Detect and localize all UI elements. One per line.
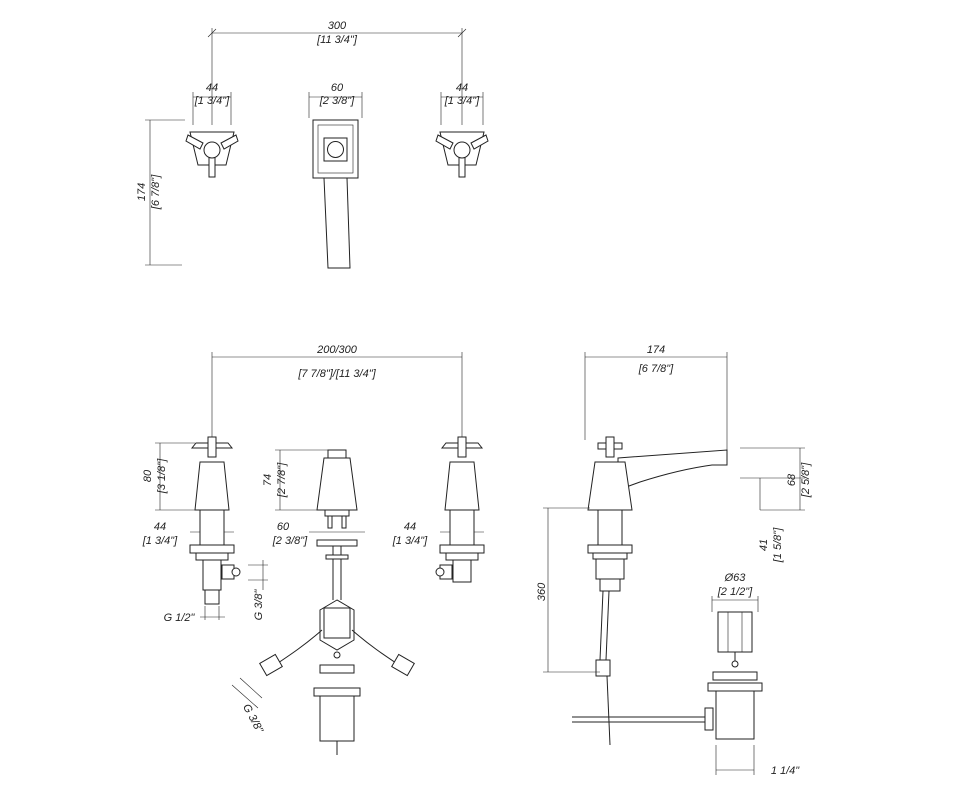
right-valve-front: [435, 436, 485, 583]
center-spout-front: [259, 449, 415, 755]
dim-74-mm: 74: [262, 474, 274, 486]
dim-hose-thread: [231, 677, 263, 709]
dim-centers: [211, 352, 463, 440]
dim-spout-height: [275, 449, 328, 511]
side-faucet: [572, 436, 728, 746]
dim-drain-thread: 1 1/4": [771, 765, 800, 777]
dim-300-mm: 300: [328, 20, 347, 32]
dim-g38-hose: G 3/8": [240, 702, 266, 736]
dim-g12-inlet: G 1/2": [164, 612, 196, 624]
dim-handle-height: [155, 442, 195, 511]
dim-44-in: [1 3/4"]: [194, 95, 230, 107]
dim-spout-plate: [308, 92, 363, 118]
pop-up-drain: [707, 611, 763, 740]
dim-spout-rise: [740, 447, 805, 511]
dim-80-in: [3 1/8"]: [156, 458, 168, 494]
dim-44-mm: 44: [206, 82, 218, 94]
dim-right-base-in: [1 3/4"]: [392, 535, 428, 547]
dim-68-in: [2 5/8"]: [800, 462, 812, 498]
dim-300-in: [11 3/4"]: [316, 34, 358, 46]
dim-63-mm: Ø63: [724, 572, 747, 584]
dim-60-in: [2 3/8"]: [319, 95, 355, 107]
dim-174-in: [6 7/8"]: [150, 174, 162, 210]
dim-right-base-mm: 44: [404, 521, 416, 533]
dim-depth: [145, 119, 185, 266]
dim-41-mm: 41: [758, 539, 770, 551]
spout-top: [312, 119, 359, 269]
dim-side-174-mm: 174: [647, 344, 665, 356]
dim-44-mm-right: 44: [456, 82, 468, 94]
dim-g38-outlet: G 3/8": [253, 589, 265, 621]
dim-41-in: [1 5/8"]: [772, 527, 784, 563]
left-valve-front: [189, 436, 241, 605]
dim-44-in-right: [1 3/4"]: [444, 95, 480, 107]
left-cross-handle-top: [185, 131, 239, 178]
dim-68-mm: 68: [786, 473, 798, 486]
dim-left-handle: [192, 92, 232, 125]
right-cross-handle-top: [435, 131, 489, 178]
dim-200-300-mm: 200/300: [316, 344, 358, 356]
dim-overall-width: [207, 28, 467, 125]
dim-63-in: [2 1/2"]: [717, 586, 753, 598]
side-view: 174 [6 7/8"] 68 [2 5/8"] 41 [1 5/8"]: [536, 344, 812, 777]
dim-rod-length: [543, 507, 600, 673]
dim-left-base-mm: 44: [154, 521, 166, 533]
dim-projection: [584, 352, 728, 450]
dim-60-mm: 60: [331, 82, 344, 94]
front-view: 200/300 [7 7/8"]/[11 3/4"] 80 [3 1/8"] 7…: [142, 344, 485, 755]
dim-spout-base-in: [2 3/8"]: [272, 535, 308, 547]
dim-74-in: [2 7/8"]: [276, 462, 288, 498]
dim-spout-base-mm: 60: [277, 521, 290, 533]
dim-80-mm: 80: [142, 469, 154, 482]
dim-360-mm: 360: [536, 582, 548, 601]
dim-174-mm: 174: [136, 183, 148, 201]
dim-left-base-in: [1 3/4"]: [142, 535, 178, 547]
dim-right-handle: [440, 92, 484, 125]
dim-thread-left: [200, 560, 268, 620]
dim-centers-in: [7 7/8"]/[11 3/4"]: [297, 368, 376, 380]
dim-drain-diameter: [711, 596, 759, 775]
dim-side-174-in: [6 7/8"]: [638, 363, 674, 375]
top-view: 300 [11 3/4"] 44 [1 3/4"] 60 [2 3/8"] 44…: [136, 20, 489, 269]
